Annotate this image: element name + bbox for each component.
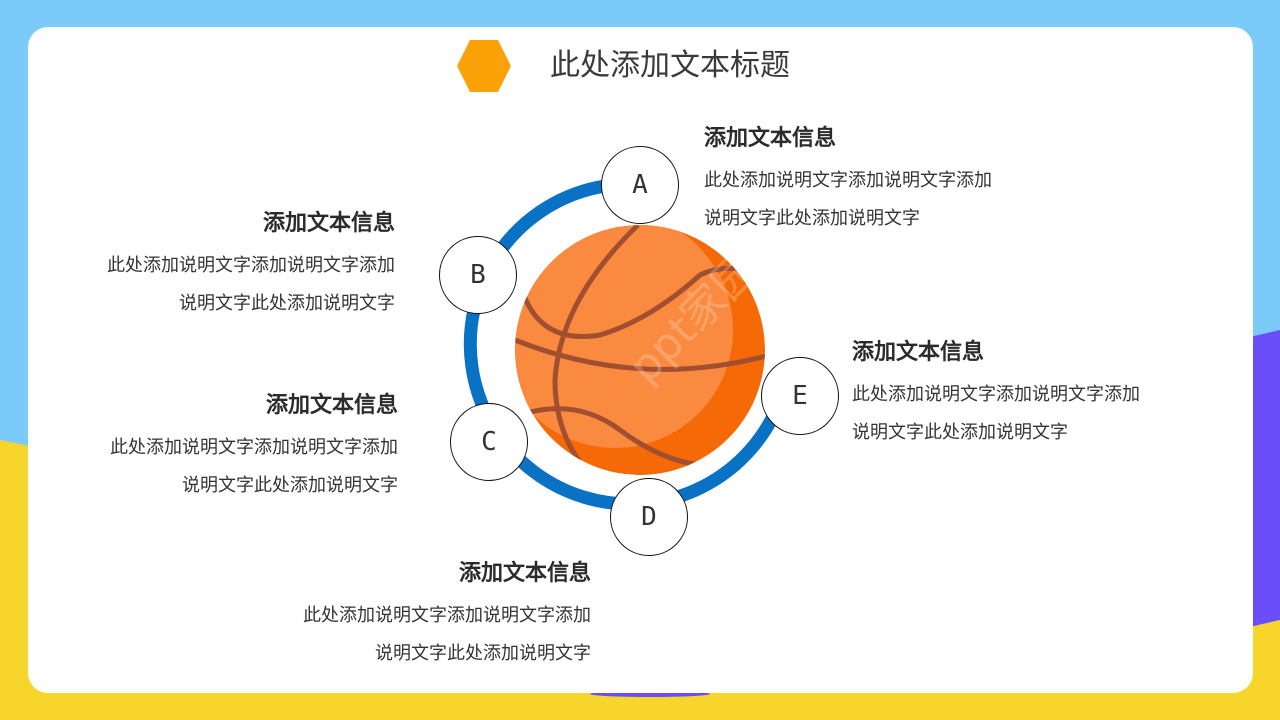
block-heading[interactable]: 添加文本信息 <box>852 340 985 365</box>
block-text-line[interactable]: 说明文字此处添加说明文字 <box>182 475 398 496</box>
block-text-line[interactable]: 说明文字此处添加说明文字 <box>852 422 1068 443</box>
block-heading[interactable]: 添加文本信息 <box>704 126 837 151</box>
block-heading[interactable]: 添加文本信息 <box>458 561 591 586</box>
node-d[interactable]: D <box>610 478 688 556</box>
block-text-line[interactable]: 此处添加说明文字添加说明文字添加 <box>704 170 992 191</box>
text-block-b: 添加文本信息 此处添加说明文字添加说明文字添加 说明文字此处添加说明文字 <box>35 209 395 323</box>
node-e[interactable]: E <box>761 357 839 435</box>
text-block-e: 添加文本信息 此处添加说明文字添加说明文字添加 说明文字此处添加说明文字 <box>852 338 1212 452</box>
node-a[interactable]: A <box>601 146 679 224</box>
block-text-line[interactable]: 说明文字此处添加说明文字 <box>375 643 591 664</box>
text-block-d: 添加文本信息 此处添加说明文字添加说明文字添加 说明文字此处添加说明文字 <box>231 559 591 673</box>
hexagon-icon <box>457 40 511 92</box>
text-block-a: 添加文本信息 此处添加说明文字添加说明文字添加 说明文字此处添加说明文字 <box>704 124 1064 238</box>
slide-title[interactable]: 此处添加文本标题 <box>550 48 790 83</box>
block-heading[interactable]: 添加文本信息 <box>262 211 395 236</box>
node-c[interactable]: C <box>450 403 528 481</box>
node-b[interactable]: B <box>439 236 517 314</box>
block-text-line[interactable]: 说明文字此处添加说明文字 <box>179 293 395 314</box>
block-text-line[interactable]: 此处添加说明文字添加说明文字添加 <box>107 255 395 276</box>
block-text-line[interactable]: 此处添加说明文字添加说明文字添加 <box>110 437 398 458</box>
block-text-line[interactable]: 此处添加说明文字添加说明文字添加 <box>852 384 1140 405</box>
block-heading[interactable]: 添加文本信息 <box>265 393 398 418</box>
block-text-line[interactable]: 此处添加说明文字添加说明文字添加 <box>303 605 591 626</box>
block-text-line[interactable]: 说明文字此处添加说明文字 <box>704 208 920 229</box>
text-block-c: 添加文本信息 此处添加说明文字添加说明文字添加 说明文字此处添加说明文字 <box>38 391 398 505</box>
